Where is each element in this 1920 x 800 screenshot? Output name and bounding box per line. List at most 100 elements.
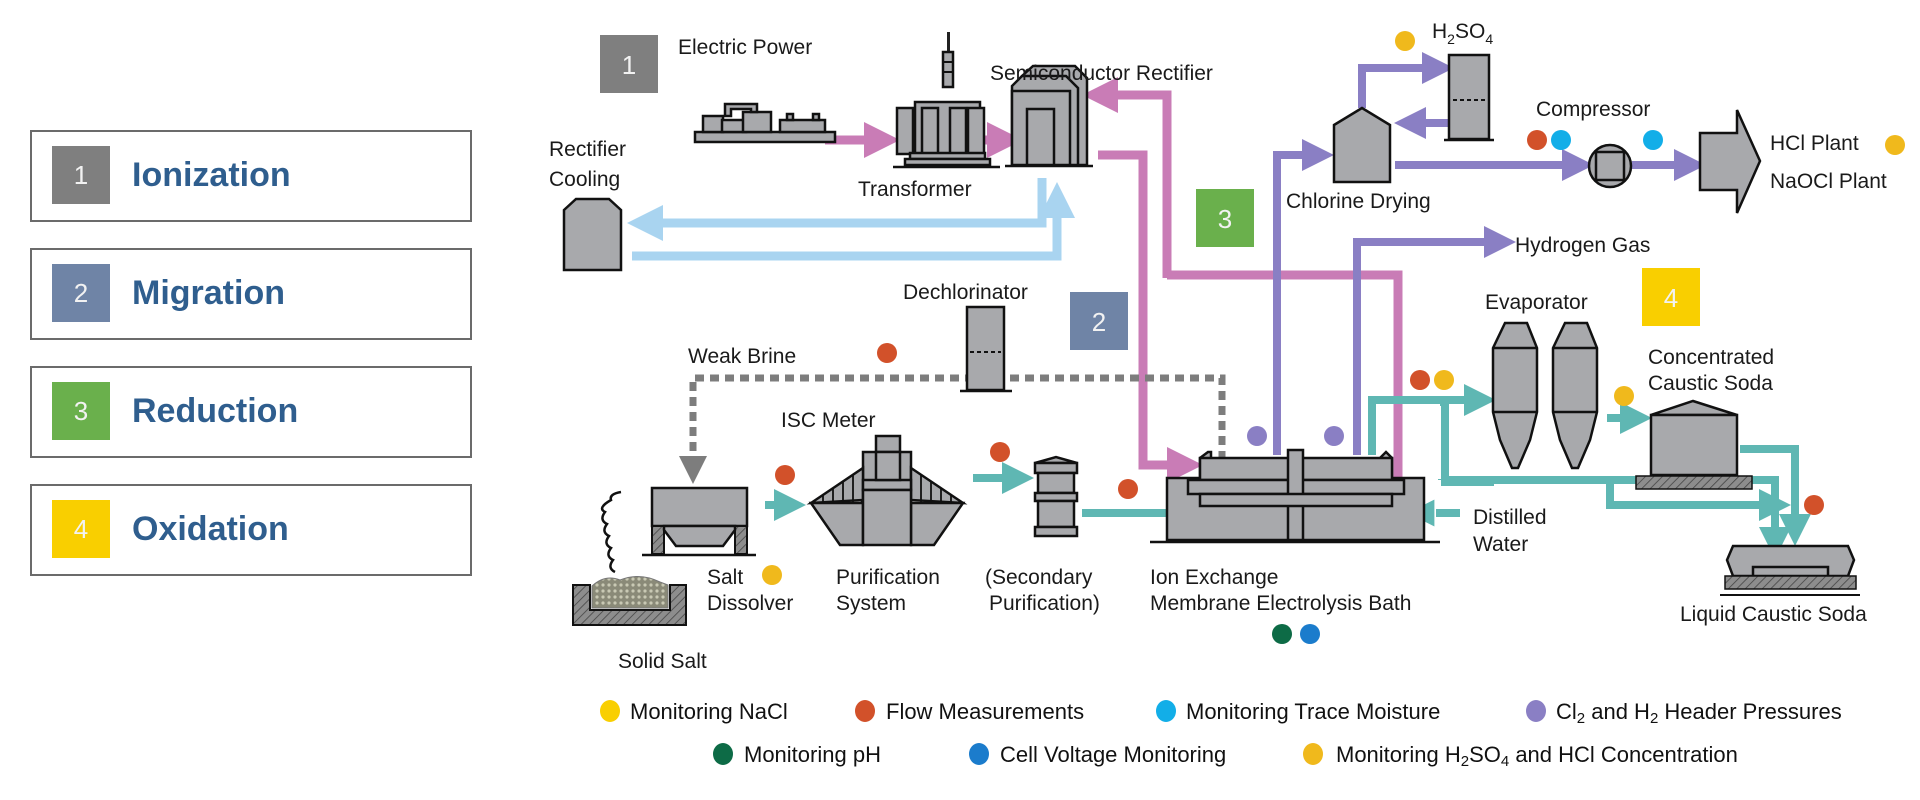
- legend-swatch-voltage: [969, 743, 989, 765]
- legend-item-nacl: Monitoring NaCl: [600, 699, 788, 724]
- plant-output-arrow: [1698, 109, 1762, 214]
- label-isc-meter: ISC Meter: [781, 409, 876, 432]
- power-line-return: [1095, 90, 1172, 278]
- equipment-labels: Electric Power Transformer Semiconductor…: [549, 20, 1887, 673]
- label-salt-dissolver-line1: Salt: [707, 566, 743, 589]
- diagram-step-4-number: 4: [1664, 283, 1678, 313]
- concentrated-caustic-tank: [1635, 399, 1753, 490]
- diagram-step-badge-2: 2: [1070, 292, 1128, 350]
- dot-acid-hcl: [1885, 135, 1905, 155]
- gas-lines: [1273, 52, 1706, 455]
- label-rectifier-cooling-line1: Rectifier: [549, 138, 626, 161]
- dot-flow-caustic: [1410, 370, 1430, 390]
- dot-flow-weak-brine: [877, 343, 897, 363]
- cooling-line-in: [632, 182, 1075, 261]
- legend-item-pressure: Cl2 and H2 Header Pressures: [1526, 699, 1842, 727]
- step-label-reduction: Reduction: [132, 392, 299, 430]
- step-label-ionization: Ionization: [132, 156, 291, 194]
- step-card-ionization: 1 Ionization: [30, 130, 472, 222]
- label-rectifier-cooling-line2: Cooling: [549, 168, 620, 191]
- secondary-purification-equipment: [1033, 455, 1079, 538]
- legend-item-acid: Monitoring H2SO4 and HCl Concentration: [1303, 742, 1738, 770]
- dot-nacl-caustic: [1434, 370, 1454, 390]
- power-lines: [825, 77, 1403, 483]
- dot-flow-dissolver: [775, 465, 795, 485]
- label-purification-line2: System: [836, 592, 906, 615]
- dot-pressure-h2: [1324, 426, 1344, 446]
- label-purification-line1: Purification: [836, 566, 940, 589]
- label-concentrated-line2: Caustic Soda: [1648, 372, 1773, 395]
- label-electric-power: Electric Power: [678, 36, 812, 59]
- salt-dissolver-equipment: [642, 486, 756, 557]
- label-transformer: Transformer: [858, 178, 972, 201]
- dechlorinator-equipment: [960, 305, 1012, 393]
- label-hcl-plant: HCl Plant: [1770, 132, 1859, 155]
- dot-flow-secondary: [1118, 479, 1138, 499]
- legend-swatch-acid: [1303, 743, 1323, 765]
- step-card-reduction: 3 Reduction: [30, 366, 472, 458]
- h2so4-tank-equipment: [1444, 53, 1494, 142]
- brine-lines: [765, 384, 1811, 559]
- dot-flow-liquid-caustic: [1804, 495, 1824, 515]
- dot-flow-purification: [990, 442, 1010, 462]
- label-secondary-line2: Purification): [989, 592, 1100, 615]
- legend-label-pressure: Cl2 and H2 Header Pressures: [1556, 699, 1842, 727]
- purification-system-equipment: [806, 434, 968, 547]
- label-dechlorinator: Dechlorinator: [903, 281, 1028, 304]
- step-badge-3: 3: [52, 382, 110, 440]
- label-salt-dissolver-line2: Dissolver: [707, 592, 793, 615]
- label-ion-exchange-line1: Ion Exchange: [1150, 566, 1278, 589]
- label-liquid-caustic-soda: Liquid Caustic Soda: [1680, 603, 1867, 626]
- diagram-step-badge-3: 3: [1196, 189, 1254, 247]
- electrolysis-bath-equipment: [1150, 448, 1440, 544]
- label-evaporator: Evaporator: [1485, 291, 1588, 314]
- dot-nacl-dissolver: [762, 565, 782, 585]
- legend: Monitoring NaCl Flow Measurements Monito…: [600, 699, 1842, 770]
- label-naocl-plant: NaOCl Plant: [1770, 170, 1887, 193]
- label-ion-exchange-line2: Membrane Electrolysis Bath: [1150, 592, 1411, 615]
- dot-acid-h2so4: [1395, 31, 1415, 51]
- label-compressor: Compressor: [1536, 98, 1650, 121]
- legend-label-voltage: Cell Voltage Monitoring: [1000, 742, 1226, 767]
- electric-power-equipment: [693, 102, 837, 144]
- step-card-oxidation: 4 Oxidation: [30, 484, 472, 576]
- rectifier-cooling-equipment: [562, 197, 623, 272]
- dot-ph-bath: [1272, 624, 1292, 644]
- label-distilled-line1: Distilled: [1473, 506, 1547, 529]
- legend-label-flow: Flow Measurements: [886, 699, 1084, 724]
- monitoring-points: [762, 31, 1905, 644]
- legend-label-ph: Monitoring pH: [744, 742, 881, 767]
- label-solid-salt: Solid Salt: [618, 650, 707, 673]
- legend-swatch-pressure: [1526, 700, 1546, 722]
- label-chlorine-drying: Chlorine Drying: [1286, 190, 1431, 213]
- step-card-migration: 2 Migration: [30, 248, 472, 340]
- legend-swatch-nacl: [600, 700, 620, 722]
- diagram-step-1-number: 1: [622, 50, 636, 80]
- liquid-caustic-tank: [1720, 544, 1860, 596]
- compressor-equipment: [1587, 143, 1633, 189]
- legend-item-ph: Monitoring pH: [713, 742, 881, 767]
- label-semiconductor-rectifier: Semiconductor Rectifier: [990, 62, 1213, 85]
- diagram-step-badge-1: 1: [600, 35, 658, 93]
- label-concentrated-line1: Concentrated: [1648, 346, 1774, 369]
- step-label-oxidation: Oxidation: [132, 510, 289, 548]
- power-line-to-bath-right: [1167, 270, 1403, 480]
- step-badge-1: 1: [52, 146, 110, 204]
- hydrogen-line: [1353, 226, 1516, 455]
- caustic-to-evaporator: [1368, 384, 1496, 455]
- legend-swatch-ph: [713, 743, 733, 765]
- legend-label-moisture: Monitoring Trace Moisture: [1186, 699, 1440, 724]
- dot-pressure-cl2: [1247, 426, 1267, 446]
- chlorine-drying-equipment: [1332, 106, 1392, 184]
- label-hydrogen-gas: Hydrogen Gas: [1515, 234, 1650, 257]
- legend-swatch-flow: [855, 700, 875, 722]
- h2so4-out-line: [1358, 52, 1454, 108]
- legend-item-moisture: Monitoring Trace Moisture: [1156, 699, 1440, 724]
- legend-label-nacl: Monitoring NaCl: [630, 699, 788, 724]
- legend-item-voltage: Cell Voltage Monitoring: [969, 742, 1226, 767]
- concentrated-to-liquid: [1740, 445, 1811, 546]
- chlorine-line: [1273, 139, 1334, 455]
- step-badge-2: 2: [52, 264, 110, 322]
- evaporator-equipment: [1491, 321, 1599, 470]
